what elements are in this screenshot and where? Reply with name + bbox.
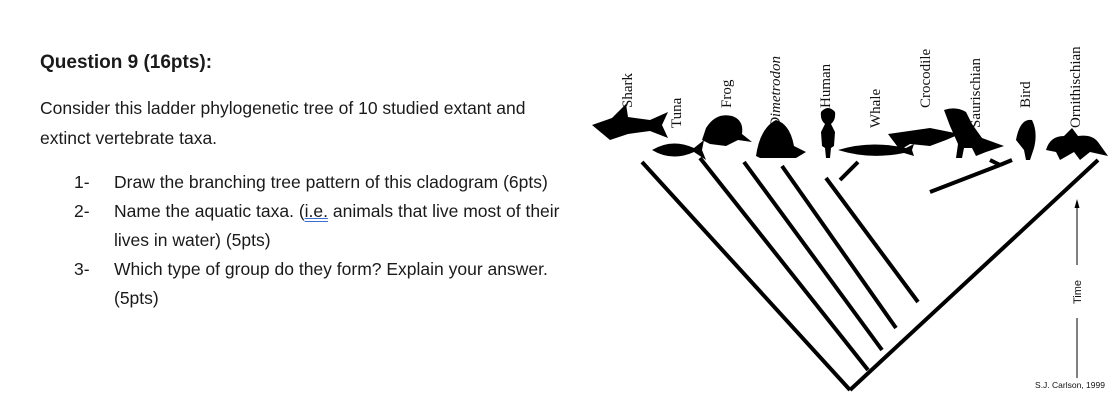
bird-icon	[1016, 119, 1036, 160]
branch-bird	[999, 158, 1013, 167]
item-text-pre: Name the aquatic taxa. (	[114, 201, 305, 221]
branch-tuna	[698, 156, 870, 372]
taxon-label-dimetrodon: Dimetrodon	[768, 56, 784, 129]
ornithischian-icon	[1046, 128, 1108, 160]
item-number: 2-	[74, 201, 90, 221]
branch-shark	[640, 160, 852, 392]
spine-root-to-ornithischian	[848, 158, 1100, 392]
dimetrodon-icon	[756, 120, 806, 158]
figure-credit: S.J. Carlson, 1999	[1035, 380, 1105, 390]
item-number: 1-	[74, 172, 90, 192]
item-text: Which type of group do they form? Explai…	[114, 259, 548, 308]
question-item-2: 2- Name the aquatic taxa. (i.e. animals …	[74, 197, 574, 255]
branch-dimetrodon	[780, 164, 898, 330]
branch-saurischian-bird	[929, 163, 1001, 194]
question-list: 1- Draw the branching tree pattern of th…	[74, 168, 574, 313]
time-axis: Time	[1072, 199, 1084, 378]
taxon-label-tuna: Tuna	[669, 97, 685, 128]
item-text-post: animals that live most of their lives in…	[114, 201, 560, 250]
branch-frog	[742, 160, 884, 352]
question-intro: Consider this ladder phylogenetic tree o…	[40, 98, 526, 148]
branch-saurischian	[989, 158, 1001, 167]
branch-human	[824, 176, 920, 304]
taxon-label-ornithischian: Ornithischian	[1068, 46, 1084, 128]
time-arrow-icon	[1074, 199, 1080, 208]
branch-whale	[838, 160, 860, 182]
tuna-icon	[652, 140, 706, 160]
question-title: Question 9 (16pts):	[40, 52, 213, 73]
taxon-label-human: Human	[818, 63, 834, 108]
taxon-label-crocodile: Crocodile	[918, 49, 934, 108]
whale-icon	[838, 144, 914, 156]
taxon-label-whale: Whale	[868, 89, 884, 128]
taxon-label-saurischian: Saurischian	[968, 58, 984, 128]
time-label: Time	[1072, 280, 1084, 304]
cladogram-branches	[640, 156, 1100, 392]
shark-icon	[592, 104, 668, 140]
taxon-label-frog: Frog	[719, 79, 735, 108]
saurischian-icon	[944, 108, 1004, 158]
ie-abbrev: i.e.	[304, 201, 329, 221]
item-number: 3-	[74, 259, 90, 279]
animal-silhouettes	[592, 104, 1108, 160]
question-item-1: 1- Draw the branching tree pattern of th…	[74, 168, 574, 197]
frog-icon	[702, 115, 752, 146]
crocodile-icon	[888, 128, 960, 150]
human-icon	[820, 108, 836, 158]
taxon-label-bird: Bird	[1018, 81, 1034, 108]
item-text: Draw the branching tree pattern of this …	[114, 172, 548, 192]
taxon-label-shark: Shark	[620, 73, 636, 108]
question-item-3: 3- Which type of group do they form? Exp…	[74, 255, 574, 313]
